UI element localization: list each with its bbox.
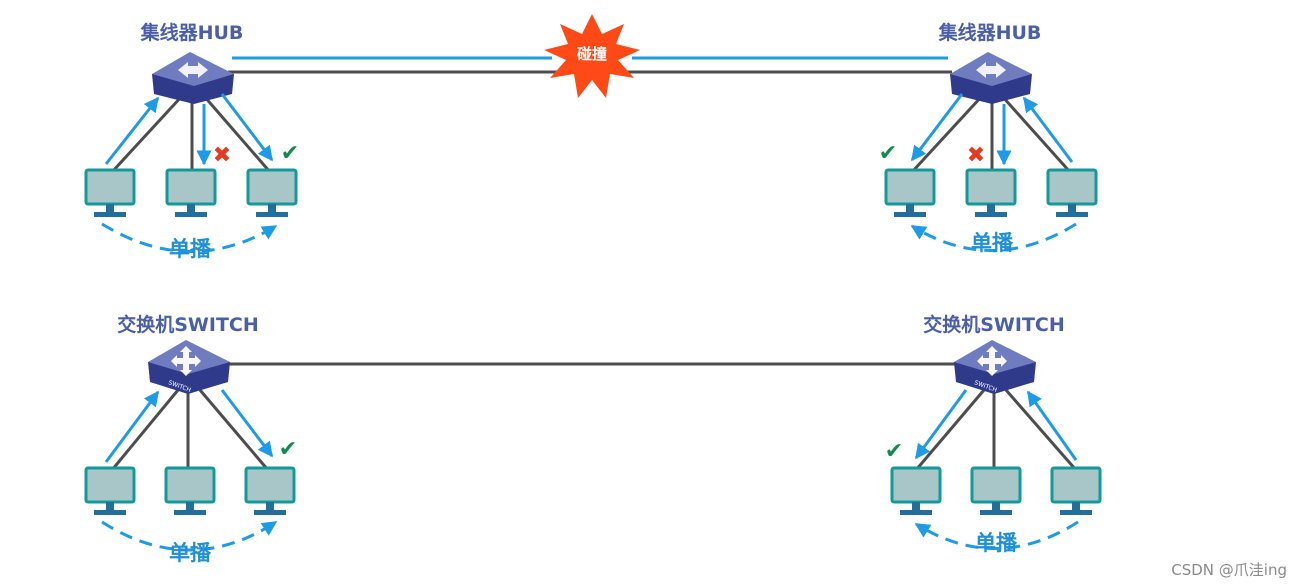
- right-switch-title: 交换机SWITCH: [923, 313, 1065, 336]
- right-hub-title: 集线器HUB: [938, 21, 1042, 44]
- left-hub-title: 集线器HUB: [140, 21, 244, 44]
- left-switch-cables: [110, 389, 270, 471]
- monitor-icon: [890, 466, 942, 515]
- monitor-icon: [84, 466, 136, 515]
- unicast-dashed-arrow: [101, 520, 278, 552]
- right-hub-unicast-label: 单播: [971, 231, 1014, 255]
- watermark: CSDN @爪洼ing: [1171, 561, 1287, 579]
- right-switch-unicast-label: 单播: [975, 531, 1018, 555]
- left-hub-cables: [110, 94, 272, 174]
- left-hub-signal-arrows: [104, 93, 274, 166]
- monitor-icon: [1046, 168, 1098, 217]
- unicast-dashed-arrow: [910, 222, 1077, 252]
- monitor-icon: [165, 168, 217, 217]
- monitor-icon: [965, 168, 1017, 217]
- check-icon: ✔: [281, 141, 299, 166]
- unicast-dashed-arrow: [101, 222, 278, 253]
- check-icon: ✔: [885, 439, 903, 464]
- right-hub-device: [950, 52, 1032, 104]
- left-hub-device: [152, 52, 234, 104]
- left-switch-device: SWITCH: [148, 340, 230, 394]
- monitor-icon: [1050, 466, 1102, 515]
- collision-burst-icon: 碰撞: [544, 14, 640, 98]
- collision-label: 碰撞: [577, 45, 607, 63]
- monitor-icon: [970, 466, 1022, 515]
- cross-icon: ✖: [213, 143, 231, 168]
- unicast-dashed-arrow: [914, 520, 1079, 550]
- monitor-icon: [164, 466, 216, 515]
- monitor-icon: [244, 466, 296, 515]
- right-switch-cables: [914, 389, 1078, 471]
- monitor-icon: [246, 168, 298, 217]
- monitor-icon: [84, 168, 136, 217]
- right-switch-signal-arrows: [914, 389, 1078, 461]
- right-hub-signal-arrows: [910, 93, 1074, 166]
- left-hub-unicast-label: 单播: [169, 237, 212, 261]
- left-switch-unicast-label: 单播: [169, 541, 212, 565]
- check-icon: ✔: [279, 437, 297, 462]
- check-icon: ✔: [879, 141, 897, 166]
- right-hub-cables: [910, 94, 1072, 174]
- left-switch-signal-arrows: [104, 389, 274, 463]
- cross-icon: ✖: [967, 143, 985, 168]
- monitor-icon: [884, 168, 936, 217]
- left-switch-title: 交换机SWITCH: [117, 313, 259, 336]
- right-switch-device: SWITCH: [954, 340, 1036, 394]
